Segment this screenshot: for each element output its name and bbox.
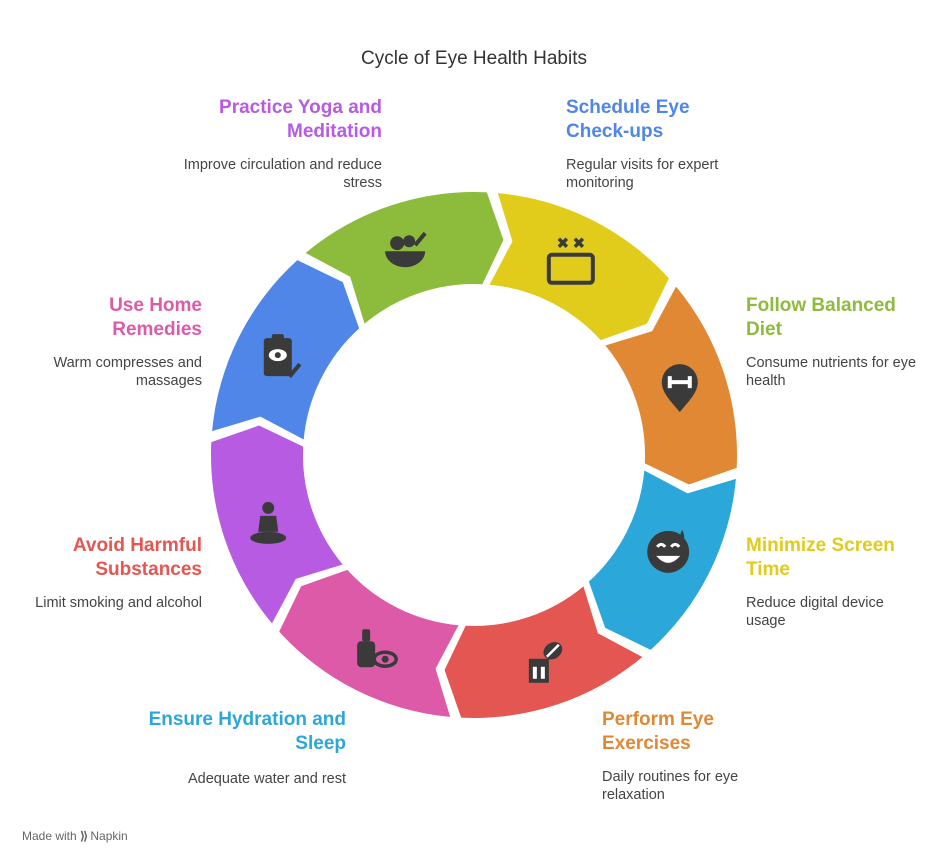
eye-exercise-icon	[661, 364, 698, 413]
footer-made-with: Made with	[22, 829, 77, 843]
salad-bowl-icon	[385, 231, 427, 268]
napkin-logo-icon: ⟫	[79, 829, 89, 843]
footer-attribution: Made with⟫Napkin	[22, 829, 128, 843]
no-smoking-icon	[528, 642, 563, 683]
step-heading-home-remedies: Use Home Remedies	[109, 295, 202, 340]
step-desc-home-remedies: Warm compresses and massages	[53, 355, 202, 389]
step-desc-schedule-checkups: Regular visits for expert monitoring	[566, 157, 719, 191]
step-desc-screen-time: Reduce digital device usage	[746, 595, 884, 629]
ring-segment-harmful-substances	[444, 586, 643, 719]
sweat-smile-icon	[647, 529, 690, 573]
step-heading-yoga-meditation: Practice Yoga and Meditation	[219, 97, 382, 142]
step-desc-balanced-diet: Consume nutrients for eye health	[746, 355, 917, 389]
step-desc-hydration-sleep: Adequate water and rest	[188, 771, 346, 787]
step-desc-yoga-meditation: Improve circulation and reduce stress	[183, 157, 382, 191]
step-heading-harmful-substances: Avoid Harmful Substances	[72, 535, 202, 580]
step-heading-eye-exercises: Perform Eye Exercises	[602, 709, 714, 754]
meditation-icon	[250, 501, 287, 544]
step-desc-eye-exercises: Daily routines for eye relaxation	[602, 769, 739, 803]
ring-segment-screen-time	[489, 193, 669, 341]
diagram-title: Cycle of Eye Health Habits	[361, 48, 587, 69]
step-heading-hydration-sleep: Ensure Hydration and Sleep	[148, 709, 346, 754]
footer-brand: Napkin	[90, 829, 128, 843]
step-desc-harmful-substances: Limit smoking and alcohol	[35, 595, 202, 611]
clipboard-eye-icon	[263, 334, 302, 379]
step-heading-balanced-diet: Follow Balanced Diet	[746, 295, 896, 340]
step-heading-screen-time: Minimize Screen Time	[746, 535, 895, 580]
bottle-eye-icon	[357, 629, 398, 668]
step-heading-schedule-checkups: Schedule Eye Check-ups	[566, 97, 690, 142]
screen-close-icon	[546, 237, 595, 285]
